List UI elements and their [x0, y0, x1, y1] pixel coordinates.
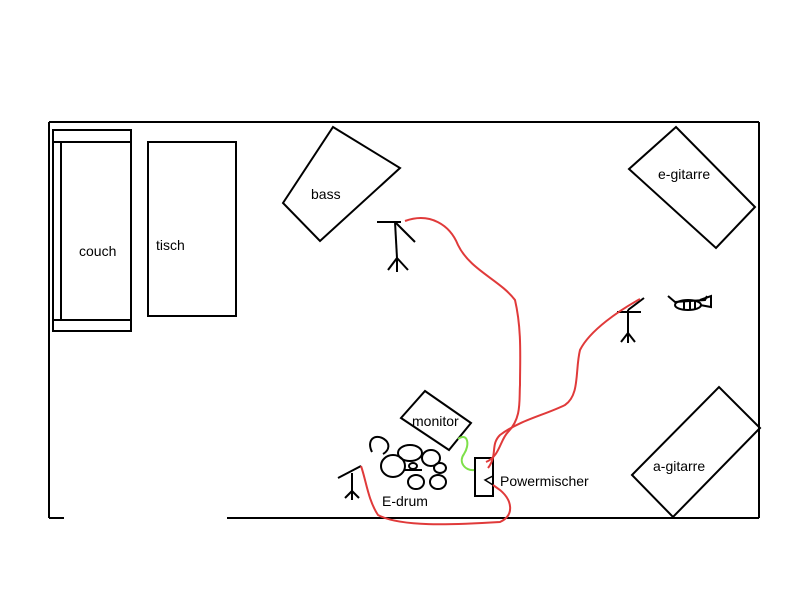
room-walls: [48, 121, 760, 519]
a-guitar-amp[interactable]: [630, 385, 762, 519]
red-cable-bass: [404, 217, 522, 463]
e-guitar-amp[interactable]: [627, 125, 757, 250]
mic-stand-icon: [617, 297, 645, 343]
bass-label: bass: [311, 186, 341, 202]
table-label: tisch: [156, 237, 185, 253]
e-drum-label: E-drum: [382, 493, 428, 509]
power-mixer-connector: [483, 474, 494, 487]
table[interactable]: [147, 141, 237, 317]
power-mixer-label: Powermischer: [500, 473, 589, 489]
mic-stand-icon: [337, 465, 362, 500]
trumpet-icon: [667, 294, 712, 311]
drum-kit-icon: [369, 435, 447, 490]
monitor[interactable]: [399, 389, 473, 452]
mic-stand-icon: [377, 221, 416, 272]
couch-label: couch: [79, 243, 116, 259]
couch[interactable]: [52, 129, 132, 332]
monitor-label: monitor: [412, 413, 459, 429]
e-guitar-label: e-gitarre: [658, 166, 710, 182]
green-cable: [457, 436, 475, 472]
bass-amp[interactable]: [281, 125, 402, 243]
a-guitar-label: a-gitarre: [653, 458, 705, 474]
red-cable-trumpet: [487, 298, 641, 469]
red-cable-drum: [360, 465, 512, 526]
